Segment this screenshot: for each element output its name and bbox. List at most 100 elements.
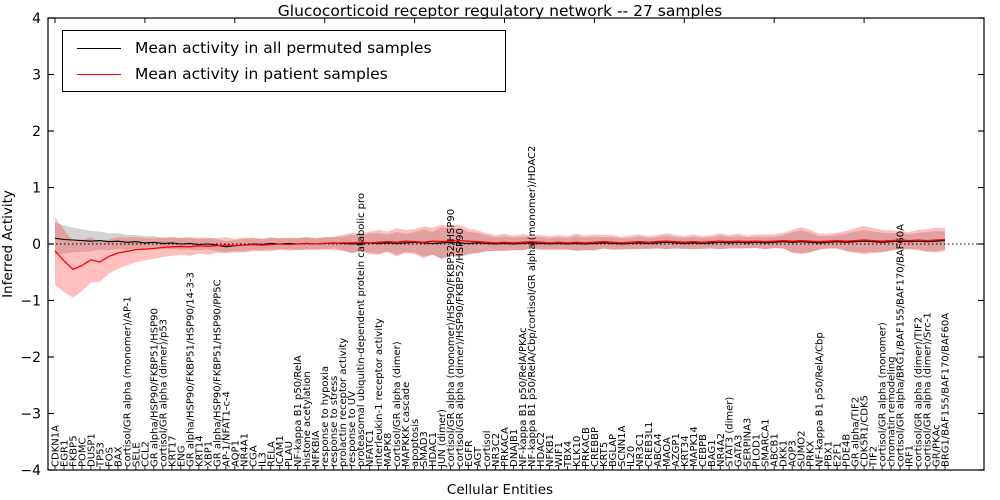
x-tick-label: MAPKKK cascade <box>401 382 412 467</box>
x-tick-label: CREB3L1 <box>644 422 655 467</box>
x-tick-label: BAX <box>113 446 124 467</box>
legend-label-patient: Mean activity in patient samples <box>135 65 388 83</box>
x-tick-label: CEBPB <box>698 434 709 467</box>
chart-title: Glucocorticoid receptor regulatory netwo… <box>277 2 723 20</box>
x-tick-label: SCNN1A <box>617 425 628 467</box>
series-line-permuted <box>54 237 946 248</box>
x-tick-label: IL3 <box>257 452 268 467</box>
x-tick-label: cortisol/GR alpha (monomer)/AP-1 <box>122 296 133 467</box>
y-tick-label: −4 <box>20 463 41 479</box>
x-tick-label: FOS <box>104 447 115 467</box>
x-tick-label: interleukin-1 receptor activity <box>374 318 385 467</box>
x-tick-label: CDKN1A <box>51 425 62 467</box>
x-tick-label: NFATC1 <box>365 430 376 467</box>
x-tick-label: NR3C1 <box>635 433 646 467</box>
y-tick-label: 0 <box>32 237 41 253</box>
x-tick-label: ABCB1 <box>770 433 781 467</box>
x-tick-label: HDAC2 <box>536 432 547 467</box>
x-tick-label: AZGP1 <box>671 433 682 467</box>
x-tick-label: BAG1 <box>707 439 718 467</box>
x-axis-label: Cellular Entities <box>446 482 554 498</box>
x-tick-label: cortisol/GR alpha/BRG1/BAF155/BAF170/BAF… <box>896 224 907 467</box>
legend-item-permuted: Mean activity in all permuted samples <box>63 39 505 57</box>
x-tick-label: histone acetylation <box>302 371 313 467</box>
x-tick-label: DKK1 <box>779 440 790 467</box>
x-tick-label: AGT <box>473 446 484 467</box>
x-tick-label: NR4A2 <box>716 433 727 467</box>
x-tick-label: chromatin remodeling <box>887 356 898 467</box>
confidence-band-patient <box>55 216 945 298</box>
x-tick-label: prolactin receptor activity <box>338 338 349 467</box>
x-tick-label: E2F1 <box>833 442 844 467</box>
x-tick-label: PLOD1 <box>752 434 763 467</box>
x-tick-label: proteasomal ubiquitin-dependent protein … <box>356 193 367 467</box>
x-tick-label: ENG <box>176 445 187 467</box>
x-tick-label: GATA3 <box>734 435 745 467</box>
legend: Mean activity in all permuted samples Me… <box>62 30 506 92</box>
x-tick-label: FKBP5 <box>68 435 79 467</box>
x-tick-label: POMC <box>77 437 88 467</box>
x-tick-label: KLK10 <box>572 436 583 467</box>
x-tick-label: WIF1 <box>554 442 565 467</box>
y-tick-label: 1 <box>32 181 41 197</box>
x-tick-label: NF-kappa B1 p50/RelA/Cbp <box>815 332 826 467</box>
x-tick-label: PRKACB <box>581 427 592 467</box>
x-tick-label: CDK5R1/CDK5 <box>860 395 871 467</box>
confidence-band-permuted <box>55 222 945 259</box>
x-tick-label: BGLAP <box>608 434 619 467</box>
x-tick-label: CREBBP <box>590 427 601 467</box>
legend-label-permuted: Mean activity in all permuted samples <box>135 39 432 57</box>
x-tick-label: JUN (dimer) <box>437 409 448 468</box>
x-tick-label: response to stress <box>329 376 340 467</box>
x-tick-label: GR alpha/HSP90/FKBP51/HSP90/PP5C <box>212 279 223 467</box>
x-tick-label: SELE <box>131 442 142 467</box>
y-tick-label: 4 <box>32 11 41 27</box>
x-tick-label: KRT17 <box>167 435 178 467</box>
x-tick-label: cortisol <box>482 430 493 467</box>
x-tick-label: PLAU <box>284 441 295 467</box>
x-tick-label: HDAC1 <box>428 432 439 467</box>
x-tick-label: EGFR <box>464 440 475 467</box>
x-tick-label: DNAJB1 <box>509 429 520 467</box>
x-tick-label: KRT5 <box>599 442 610 467</box>
x-tick-label: cortisol/GR alpha (monomer) <box>878 322 889 467</box>
x-tick-label: CCL2 <box>140 441 151 467</box>
patient-line-sample <box>77 73 121 75</box>
x-tick-label: XBP1 <box>203 441 214 467</box>
x-tick-label: NR4A1 <box>239 433 250 467</box>
y-axis-label: Inferred Activity <box>0 190 16 298</box>
x-tick-label: SERPINA3 <box>743 418 754 467</box>
x-tick-label: apoptosis <box>410 419 421 467</box>
x-tick-label: GR alpha/HSP90/FKBP51/HSP90 <box>149 308 160 467</box>
permuted-line-sample <box>77 47 121 49</box>
x-tick-label: TBX4 <box>563 441 574 468</box>
x-tick-label: PRKACA <box>500 427 511 467</box>
series-line-patient <box>54 238 946 271</box>
x-tick-label: cortisol/GR alpha (dimer)/TIF2 <box>914 317 925 467</box>
x-tick-label: cortisol/GR alpha (dimer)/Src-1 <box>923 312 934 467</box>
x-tick-label: cortisol/GR alpha (dimer) <box>392 341 403 467</box>
x-tick-label: AP-1/NFAT1-c-4 <box>221 391 232 467</box>
x-tick-label: DUSP1 <box>86 433 97 467</box>
y-tick-label: −2 <box>20 350 41 366</box>
y-tick-label: 3 <box>32 68 41 84</box>
x-tick-label: NF-kappa B1 p50/RelA <box>293 355 304 467</box>
x-tick-label: AQP3 <box>788 440 799 467</box>
x-tick-label: NFKBIA <box>311 430 322 467</box>
x-tick-label: ABCA4 <box>653 433 664 467</box>
x-tick-label: PDE4B <box>842 434 853 467</box>
x-tick-label: AQP1 <box>230 440 241 467</box>
x-tick-label: MAPK8 <box>383 433 394 467</box>
x-tick-label: ICAM1 <box>275 435 286 467</box>
x-tick-label: IL20 <box>626 446 637 467</box>
x-tick-label: KRT14 <box>194 435 205 467</box>
x-tick-label: NR3C2 <box>491 433 502 467</box>
x-tick-label: NFKB1 <box>545 434 556 467</box>
x-tick-label: TP53 <box>95 442 106 468</box>
x-tick-label: KRT34 <box>680 435 691 467</box>
y-tick-label: 2 <box>32 124 41 140</box>
x-tick-label: PBX1 <box>824 441 835 467</box>
x-tick-label: SMARCA1 <box>761 419 772 467</box>
y-tick-label: −3 <box>20 407 41 423</box>
